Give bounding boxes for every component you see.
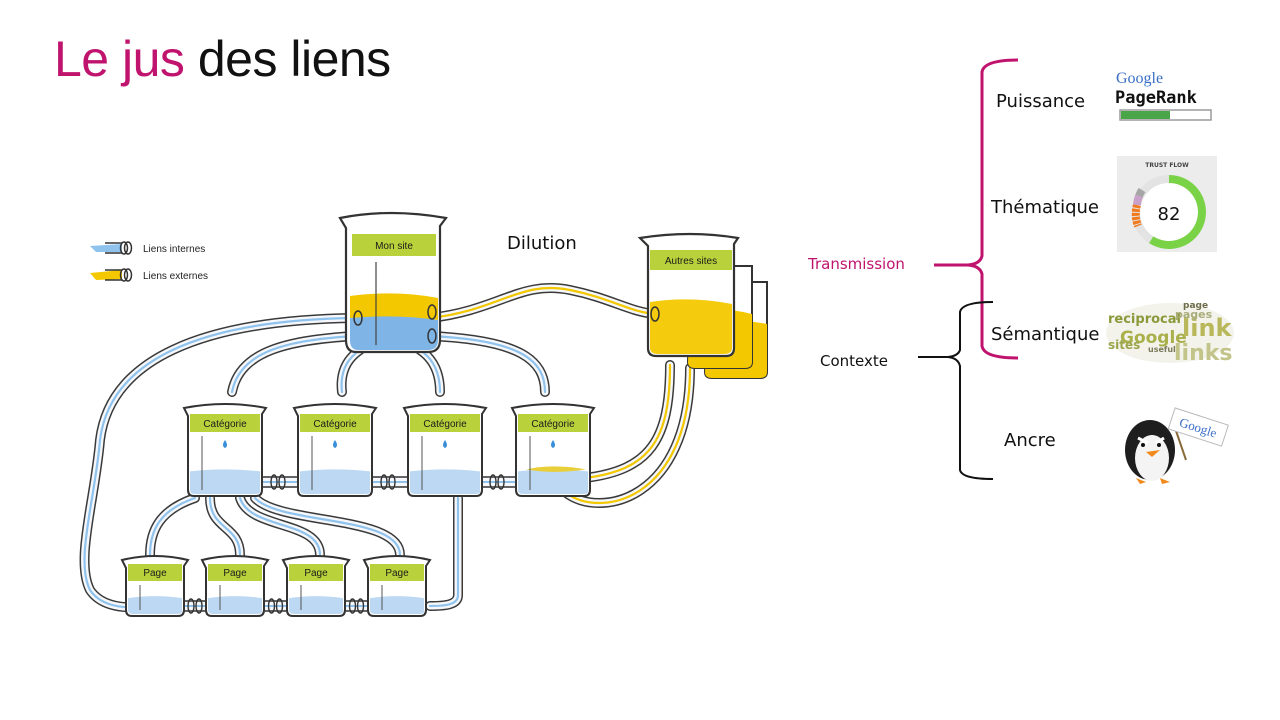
word-cloud-word: sites (1108, 338, 1140, 352)
internal-pipe (415, 345, 445, 397)
category-beaker-1: Catégorie (182, 403, 268, 497)
page-beaker-4: Page (362, 555, 432, 617)
internal-pipe (235, 493, 325, 560)
external-pipe (425, 283, 660, 323)
category-beaker-4: Catégorie (510, 403, 596, 497)
internal-pipe (227, 331, 360, 397)
word-cloud-word: Google (1120, 328, 1187, 348)
internal-pipe (336, 345, 365, 397)
factor-ancre: Ancre (1004, 430, 1056, 451)
word-cloud-word: page (1183, 301, 1208, 311)
word-cloud-word: reciprocal (1108, 312, 1181, 327)
contexte-text: Contexte (820, 352, 888, 370)
external-beaker-label: Autres sites (665, 256, 717, 267)
google-pagerank-icon: Google PageRank (1115, 70, 1212, 121)
page-title: Le jus des liens (54, 28, 391, 90)
trust-flow-color-segments (1131, 187, 1146, 228)
legend-internal-label: Liens internes (143, 244, 205, 255)
google-penguin-icon: Google (1125, 407, 1229, 484)
category-beaker-4-label: Catégorie (531, 419, 575, 430)
page-beaker-4-label: Page (385, 568, 409, 579)
pagerank-brand: Google (1116, 70, 1163, 87)
internal-pipe (425, 493, 463, 611)
category-beaker-2: Catégorie (292, 403, 378, 497)
legend: Liens internes Liens externes (90, 241, 208, 282)
external-beaker: Autres sites (637, 232, 740, 358)
page-beakers: Page Page Page Page (120, 555, 432, 617)
pagerank-product: PageRank (1115, 88, 1197, 108)
title-rest: des liens (197, 31, 391, 87)
page-beaker-2-label: Page (223, 568, 247, 579)
trust-flow-title: TRUST FLOW (1145, 162, 1189, 169)
external-pipe (560, 363, 695, 508)
page-beaker-1: Page (120, 555, 190, 617)
category-beaker-3: Catégorie (402, 403, 488, 497)
factor-thematique: Thématique (991, 197, 1100, 218)
contexte-label: Contexte (820, 352, 888, 370)
internal-pipe (79, 313, 360, 613)
trust-flow-icon: TRUST FLOW 82 (1117, 156, 1217, 252)
trust-flow-ring (1149, 175, 1206, 249)
external-pipes (425, 283, 695, 508)
main-beaker-label: Mon site (375, 241, 413, 252)
transmission-text: Transmission (808, 255, 905, 273)
category-beaker-3-label: Catégorie (423, 419, 467, 430)
page-beaker-2: Page (200, 555, 270, 617)
transmission-label: Transmission (808, 255, 905, 273)
legend-internal-icon (90, 241, 133, 255)
category-beaker-1-label: Catégorie (203, 419, 247, 430)
page-beaker-1-label: Page (143, 568, 167, 579)
pipes (79, 283, 695, 613)
category-beakers: Catégorie Catégorie Catégorie Catégorie (182, 403, 596, 497)
internal-pipe (250, 493, 405, 560)
internal-pipe (425, 331, 550, 397)
word-cloud-word: links (1174, 341, 1232, 366)
factor-semantique: Sémantique (991, 324, 1100, 345)
page-beaker-3: Page (281, 555, 351, 617)
main-beaker: Mon site (338, 211, 448, 354)
word-cloud-word: useful (1148, 345, 1176, 354)
legend-external-label: Liens externes (143, 271, 208, 282)
contexte-brace (918, 301, 994, 480)
internal-pipe (145, 493, 200, 560)
legend-external-icon (90, 268, 133, 282)
dilution-label: Dilution (507, 233, 577, 254)
trust-flow-value: 82 (1158, 204, 1181, 225)
transmission-brace (934, 58, 1019, 360)
category-beaker-2-label: Catégorie (313, 419, 357, 430)
word-cloud-word: pages (1175, 308, 1213, 321)
title-accent: Le jus (54, 31, 185, 87)
external-pipe (580, 360, 675, 483)
pagerank-bar-fill (1121, 111, 1170, 119)
internal-pipe (205, 493, 245, 560)
beakers: Autres sites Mon site (338, 211, 768, 379)
page-beaker-3-label: Page (304, 568, 328, 579)
factor-puissance: Puissance (996, 91, 1086, 112)
word-cloud-word: link (1182, 314, 1233, 342)
